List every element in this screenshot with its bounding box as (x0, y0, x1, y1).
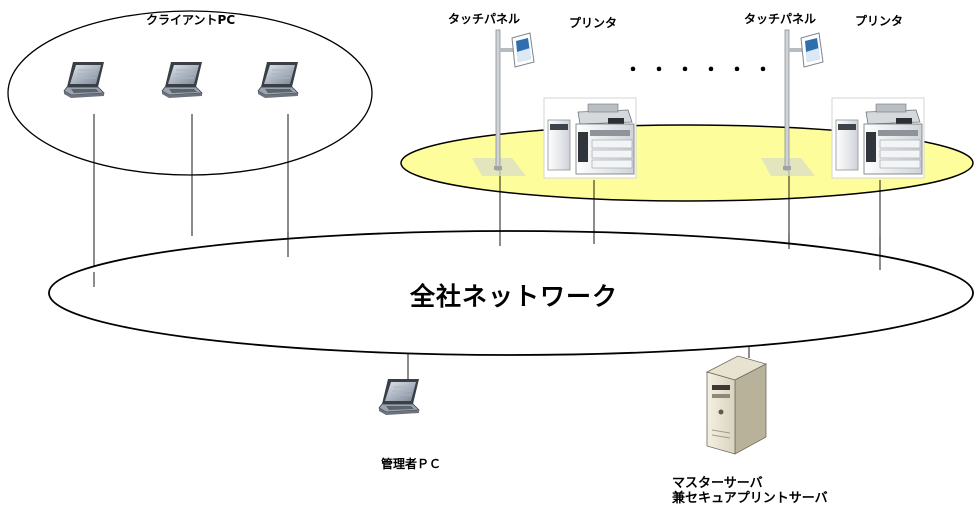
printer-label-2: プリンタ (855, 14, 904, 28)
network-ellipse (48, 230, 974, 356)
server-label-line1: マスターサーバ (672, 476, 763, 491)
printer-icon (543, 97, 637, 179)
admin-pc-label: 管理者ＰＣ (381, 457, 442, 471)
client-group-label: クライアントPC (146, 13, 236, 27)
touch-panel-label-1: タッチパネル (448, 12, 521, 26)
server-label: マスターサーバ 兼セキュアプリントサーバ (672, 476, 828, 506)
printer-icon (831, 97, 925, 179)
touch-panel-label-2: タッチパネル (744, 12, 817, 26)
network-label: 全社ネットワーク (410, 282, 619, 311)
more-printers-ellipsis: ・・・・・・ (624, 60, 780, 81)
printer-label-1: プリンタ (569, 16, 618, 30)
server-icon (705, 355, 768, 455)
laptop-icon (378, 378, 420, 416)
server-label-line2: 兼セキュアプリントサーバ (672, 491, 828, 506)
